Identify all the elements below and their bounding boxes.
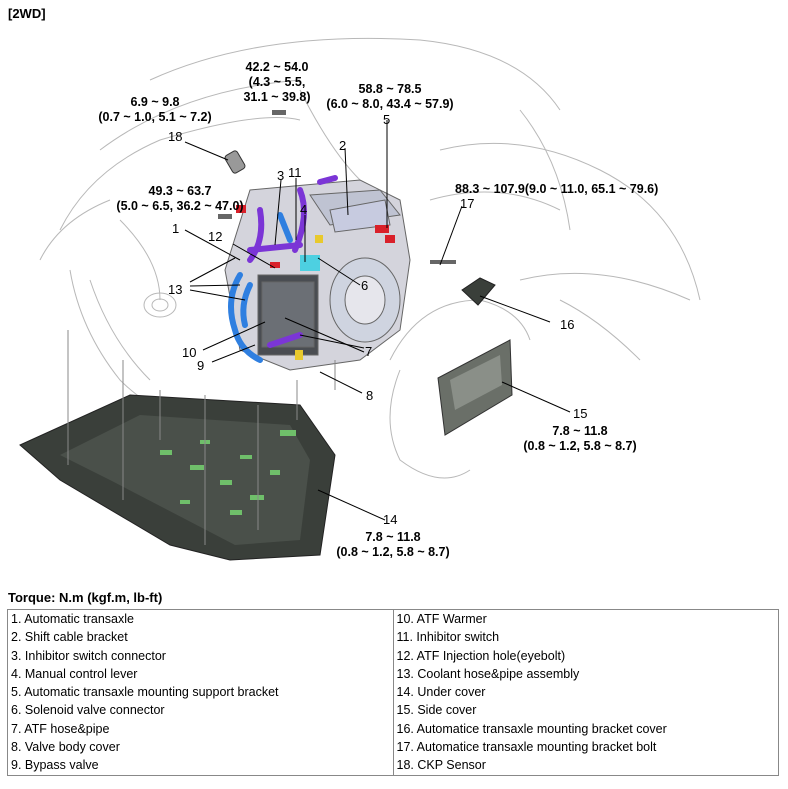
legend-item: 13. Coolant hose&pipe assembly xyxy=(396,666,580,681)
legend-item: 1. Automatic transaxle xyxy=(11,612,134,626)
legend-item: 9. Bypass valve xyxy=(11,758,99,773)
callout-17: 17 xyxy=(460,196,474,211)
legend-item: 16. Automatice transaxle mounting bracke… xyxy=(396,721,667,736)
torque-bracket-bolt: 88.3 ~ 107.9(9.0 ~ 11.0, 65.1 ~ 79.6) xyxy=(455,182,659,196)
variant-header: [2WD] xyxy=(8,6,46,21)
callout-12: 12 xyxy=(208,229,222,244)
transaxle-diagram: 1 2 3 4 5 6 7 8 9 10 11 12 13 14 15 16 1… xyxy=(19,37,701,561)
callout-7: 7 xyxy=(365,344,372,359)
mounting-bracket-cover xyxy=(461,277,496,306)
legend-item: 18. CKP Sensor xyxy=(396,758,486,773)
callout-15: 15 xyxy=(573,406,587,421)
callout-4: 4 xyxy=(300,202,307,217)
torque-support-bracket: 58.8 ~ 78.5 (6.0 ~ 8.0, 43.4 ~ 57.9) xyxy=(326,82,454,111)
callout-8: 8 xyxy=(366,388,373,403)
parts-legend-table: 1. Automatic transaxle 2. Shift cable br… xyxy=(7,609,779,776)
callout-18: 18 xyxy=(168,129,182,144)
legend-item: 8. Valve body cover xyxy=(11,740,120,755)
torque-ckp-sensor: 6.9 ~ 9.8 (0.7 ~ 1.0, 5.1 ~ 7.2) xyxy=(98,95,212,124)
callout-1: 1 xyxy=(172,221,179,236)
manual-control-lever xyxy=(300,255,320,271)
legend-item: 5. Automatic transaxle mounting support … xyxy=(11,685,279,700)
torque-eyebolt: 49.3 ~ 63.7 (5.0 ~ 6.5, 36.2 ~ 47.0) xyxy=(116,184,244,213)
legend-item: 2. Shift cable bracket xyxy=(11,630,128,645)
torque-bolts xyxy=(218,110,456,264)
callout-13: 13 xyxy=(168,282,182,297)
legend-column-right: 10. ATF Warmer 11. Inhibitor switch 12. … xyxy=(392,609,779,776)
callout-16: 16 xyxy=(560,317,574,332)
ckp-sensor xyxy=(224,150,246,174)
torque-unit-title: Torque: N.m (kgf.m, lb-ft) xyxy=(8,590,163,605)
torque-under-cover: 7.8 ~ 11.8 (0.8 ~ 1.2, 5.8 ~ 8.7) xyxy=(336,530,450,559)
mounting-support-bracket xyxy=(236,205,395,268)
legend-item: 10. ATF Warmer xyxy=(396,612,487,626)
torque-top-bolt: 42.2 ~ 54.0 (4.3 ~ 5.5, 31.1 ~ 39.8) xyxy=(243,60,311,104)
callout-2: 2 xyxy=(339,138,346,153)
callout-6: 6 xyxy=(361,278,368,293)
legend-column-left: 1. Automatic transaxle 2. Shift cable br… xyxy=(7,609,394,776)
legend-item: 15. Side cover xyxy=(396,703,477,718)
atf-hose-pipe xyxy=(247,175,338,348)
legend-item: 6. Solenoid valve connector xyxy=(11,703,165,718)
callout-5: 5 xyxy=(383,112,390,127)
callout-3: 3 xyxy=(277,168,284,183)
legend-item: 14. Under cover xyxy=(396,685,486,700)
under-cover xyxy=(19,394,336,561)
callout-10: 10 xyxy=(182,345,196,360)
torque-side-cover: 7.8 ~ 11.8 (0.8 ~ 1.2, 5.8 ~ 8.7) xyxy=(523,424,637,453)
legend-item: 4. Manual control lever xyxy=(11,666,138,681)
callout-11: 11 xyxy=(288,165,302,180)
coolant-hose-pipe xyxy=(228,212,293,363)
legend-item: 7. ATF hose&pipe xyxy=(11,721,110,736)
side-cover xyxy=(437,339,513,436)
vehicle-outline xyxy=(39,37,701,479)
legend-item: 3. Inhibitor switch connector xyxy=(11,648,166,663)
legend-item: 12. ATF Injection hole(eyebolt) xyxy=(396,648,566,663)
callout-9: 9 xyxy=(197,358,204,373)
legend-item: 17. Automatice transaxle mounting bracke… xyxy=(396,740,657,755)
legend-item: 11. Inhibitor switch xyxy=(396,630,500,645)
callout-14: 14 xyxy=(383,512,397,527)
